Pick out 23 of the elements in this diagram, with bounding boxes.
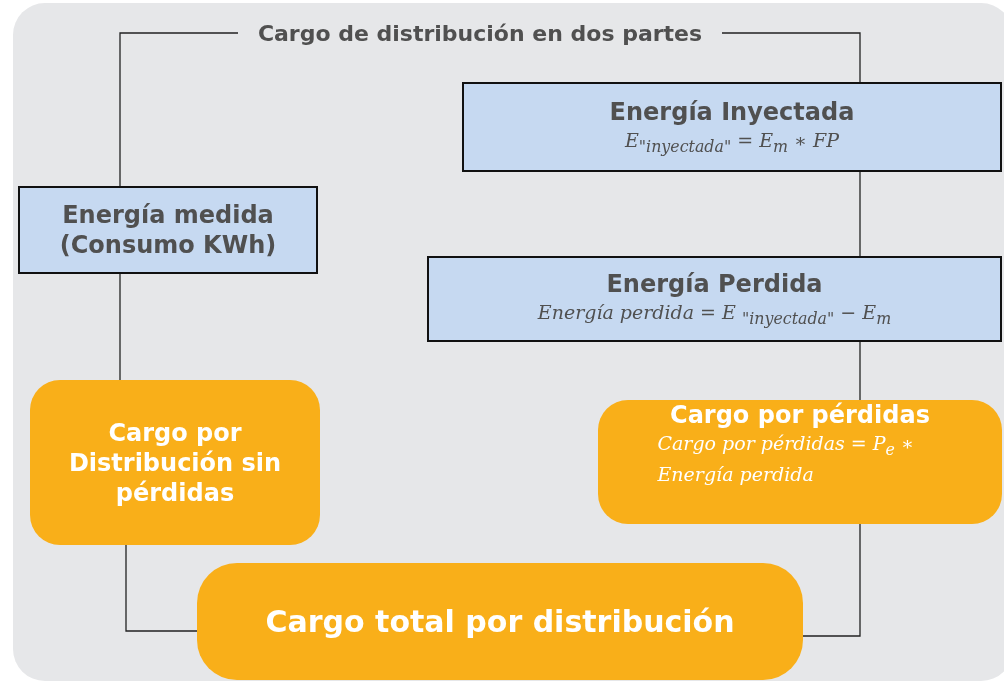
box-heading: Cargo total por distribución [264,602,736,641]
connector-line [125,544,198,632]
formula-text: E$_{"inyectada"}$ = E$_{m}$ ∗ FP [624,127,840,158]
process-box [462,82,1002,172]
formula-text: Cargo por pérdidas = P$_{e}$ ∗ Energía perdida [657,431,915,487]
charge-box [598,400,1002,524]
connector-line [119,273,121,381]
box-heading: Energía medida (Consumo KWh) [58,200,278,260]
process-box [427,256,1002,342]
connector-line [859,171,861,257]
node-label: Cargo de distribución en dos partes [257,20,703,46]
total-charge-box [197,563,803,680]
box-heading: Cargo por Distribución sin pérdidas [67,417,283,508]
connector-line [721,32,861,83]
box-heading: Energía Perdida [605,268,824,299]
process-box [18,186,318,274]
charge-box [30,380,320,545]
connector-line [119,32,239,187]
formula-text: Energía perdida = E $_{"inyectada"}$ − E$_{m}$ [537,299,892,330]
connector-line [859,341,861,401]
box-heading: Energía Inyectada [608,96,856,127]
box-heading: Cargo por pérdidas [669,400,931,430]
connector-line [802,523,861,637]
